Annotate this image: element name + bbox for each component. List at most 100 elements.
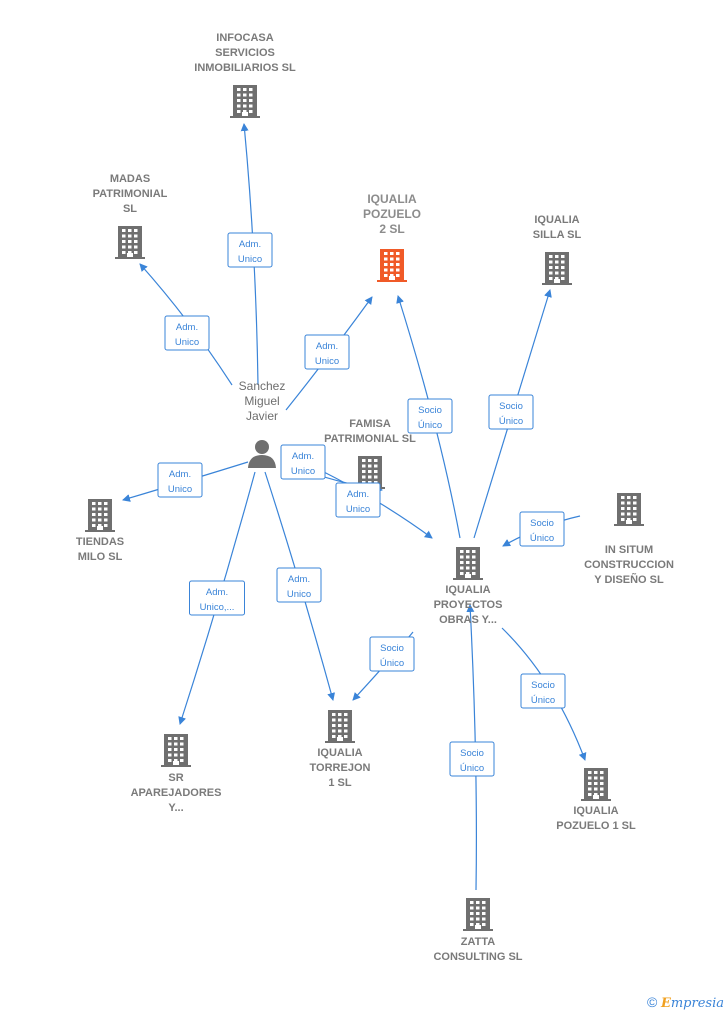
relation-label-text: Adm. [206,587,228,598]
relation-label-text: Unico [315,356,339,367]
node-label: CONSTRUCCION [584,559,674,571]
relation-label[interactable]: Adm. Unico [164,315,210,351]
relation-label-text: Unico [175,337,199,348]
building-icon [614,493,644,526]
building-icon [453,547,483,580]
relation-label[interactable]: Adm. Unico [335,482,381,518]
relation-label-text: Único [460,763,484,774]
company-node[interactable]: IQUALIA SILLA SL [533,214,582,285]
node-label: POZUELO 1 SL [556,820,636,832]
relation-label[interactable]: Adm. Unico [304,334,350,370]
relation-label-text: Socio [531,680,555,691]
building-icon [581,768,611,801]
building-icon [542,252,572,285]
node-label: IN SITUM [605,544,653,556]
relation-label-text: Unico [238,254,262,265]
relation-label[interactable]: Adm. Unico [227,232,273,268]
company-node[interactable]: IQUALIA POZUELO 1 SL [556,768,636,832]
relation-label[interactable]: Adm. Unico,... [189,580,245,616]
company-node[interactable]: IQUALIA PROYECTOS OBRAS Y... [434,547,503,626]
relation-label-text: Adm. [169,469,191,480]
footer-brand: © Empresia [647,994,724,1011]
company-node[interactable]: MADAS PATRIMONIAL SL [93,173,168,259]
node-label: INFOCASA [216,32,274,44]
relation-label[interactable]: Adm. Unico [280,444,326,480]
node-label: POZUELO [363,207,421,221]
node-label: IQUALIA [367,192,417,206]
relation-label-text: Único [499,416,523,427]
relation-label-text: Adm. [176,322,198,333]
node-label: MADAS [110,173,150,185]
relation-label-text: Adm. [292,451,314,462]
relation-label-text: Único [380,658,404,669]
node-label: Sanchez [239,379,286,393]
relation-label-text: Socio [418,405,442,416]
building-icon [230,85,260,118]
node-label: 1 SL [328,777,352,789]
node-label: IQUALIA [534,214,579,226]
node-label: SILLA SL [533,229,582,241]
building-icon [463,898,493,931]
node-label: ZATTA [461,936,495,948]
company-node[interactable]: SR APAREJADORES Y... [131,734,222,814]
relation-label-text: Socio [499,401,523,412]
relation-label-text: Socio [530,518,554,529]
node-label: MILO SL [78,551,123,563]
building-icon [325,710,355,743]
relation-label-text: Adm. [239,239,261,250]
node-label: IQUALIA [445,584,490,596]
building-icon [85,499,115,532]
node-label: CONSULTING SL [433,951,522,963]
node-label: SL [123,203,137,215]
node-label: PROYECTOS [434,599,503,611]
building-icon [377,249,407,282]
relation-label-text: Socio [380,643,404,654]
node-label: OBRAS Y... [439,614,497,626]
relation-label-text: Adm. [316,341,338,352]
company-node[interactable]: TIENDAS MILO SL [76,499,124,563]
node-label: TIENDAS [76,536,124,548]
node-label: Miguel [244,394,279,408]
relation-label-text: Unico [346,504,370,515]
relation-label-text: Unico [168,484,192,495]
node-label: SR [168,772,183,784]
node-label: APAREJADORES [131,787,222,799]
relation-label-text: Único [531,695,555,706]
node-label: IQUALIA [573,805,618,817]
relation-label[interactable]: Adm. Unico [276,567,322,603]
node-label: PATRIMONIAL [93,188,168,200]
company-node[interactable]: ZATTA CONSULTING SL [433,898,523,963]
relation-label-text: Unico,... [200,602,235,613]
relation-label-text: Adm. [288,574,310,585]
building-icon [115,226,145,259]
node-label: TORREJON [310,762,371,774]
brand-initial: E [660,996,671,1011]
relation-label[interactable]: Adm. Unico [157,462,203,498]
node-label: Javier [246,409,278,423]
node-label: SERVICIOS [215,47,275,59]
company-node[interactable]: IN SITUM CONSTRUCCION Y DISEÑO SL [584,493,674,586]
relation-label-text: Adm. [347,489,369,500]
node-label: Y... [168,802,183,814]
relation-label-text: Único [418,420,442,431]
relation-label-text: Unico [287,589,311,600]
relation-label-text: Unico [291,466,315,477]
relation-label-text: Único [530,533,554,544]
relation-label-text: Socio [460,748,484,759]
node-label: Y DISEÑO SL [594,573,664,586]
node-label: 2 SL [379,222,404,236]
brand-name: mpresia [670,996,724,1011]
